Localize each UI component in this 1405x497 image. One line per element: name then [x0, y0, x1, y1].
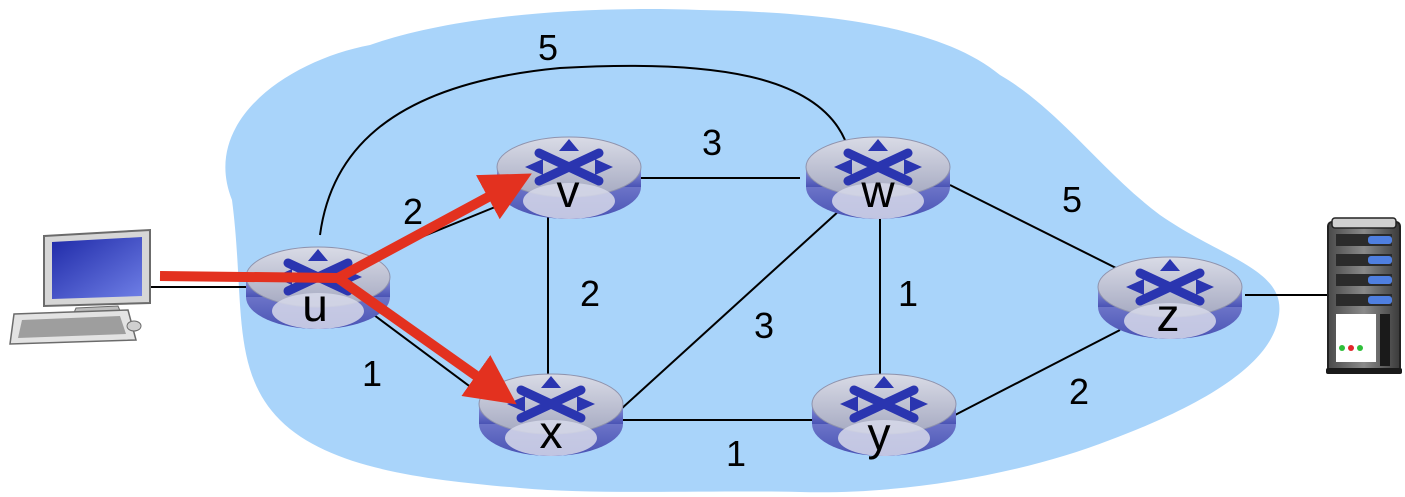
router-label-v: v: [557, 165, 580, 217]
desktop-computer-icon: [9, 228, 151, 345]
cost-u-x: 1: [362, 353, 382, 394]
forwarding-arrows: [159, 173, 532, 405]
cost-v-x: 2: [580, 273, 600, 314]
router-label-x: x: [540, 406, 563, 458]
router-x: x: [479, 374, 623, 458]
arrow-host-to-x: [335, 273, 517, 405]
link-w-z: [949, 184, 1121, 271]
router-label-u: u: [302, 279, 328, 331]
cost-w-y: 1: [898, 273, 918, 314]
link-costs: 5 2 1 3 2 3 1 1 5 2: [362, 27, 1089, 474]
cost-u-v: 2: [403, 191, 423, 232]
router-label-z: z: [1157, 289, 1180, 341]
cost-y-z: 2: [1069, 371, 1089, 412]
cost-x-y: 1: [726, 433, 746, 474]
router-z: z: [1098, 257, 1242, 341]
router-label-w: w: [860, 165, 895, 217]
server-icon: [1326, 217, 1402, 374]
link-u-w: [319, 64, 851, 236]
router-u: u: [246, 247, 390, 331]
router-v: v: [497, 137, 641, 219]
cost-v-w: 3: [702, 122, 722, 163]
link-x-w: [619, 209, 841, 411]
cost-x-w: 3: [754, 305, 774, 346]
cost-u-w: 5: [538, 27, 558, 68]
link-y-z: [954, 329, 1121, 416]
router-y: y: [812, 374, 956, 460]
cost-w-z: 5: [1062, 179, 1082, 220]
router-w: w: [806, 137, 950, 219]
router-label-y: y: [868, 408, 891, 460]
